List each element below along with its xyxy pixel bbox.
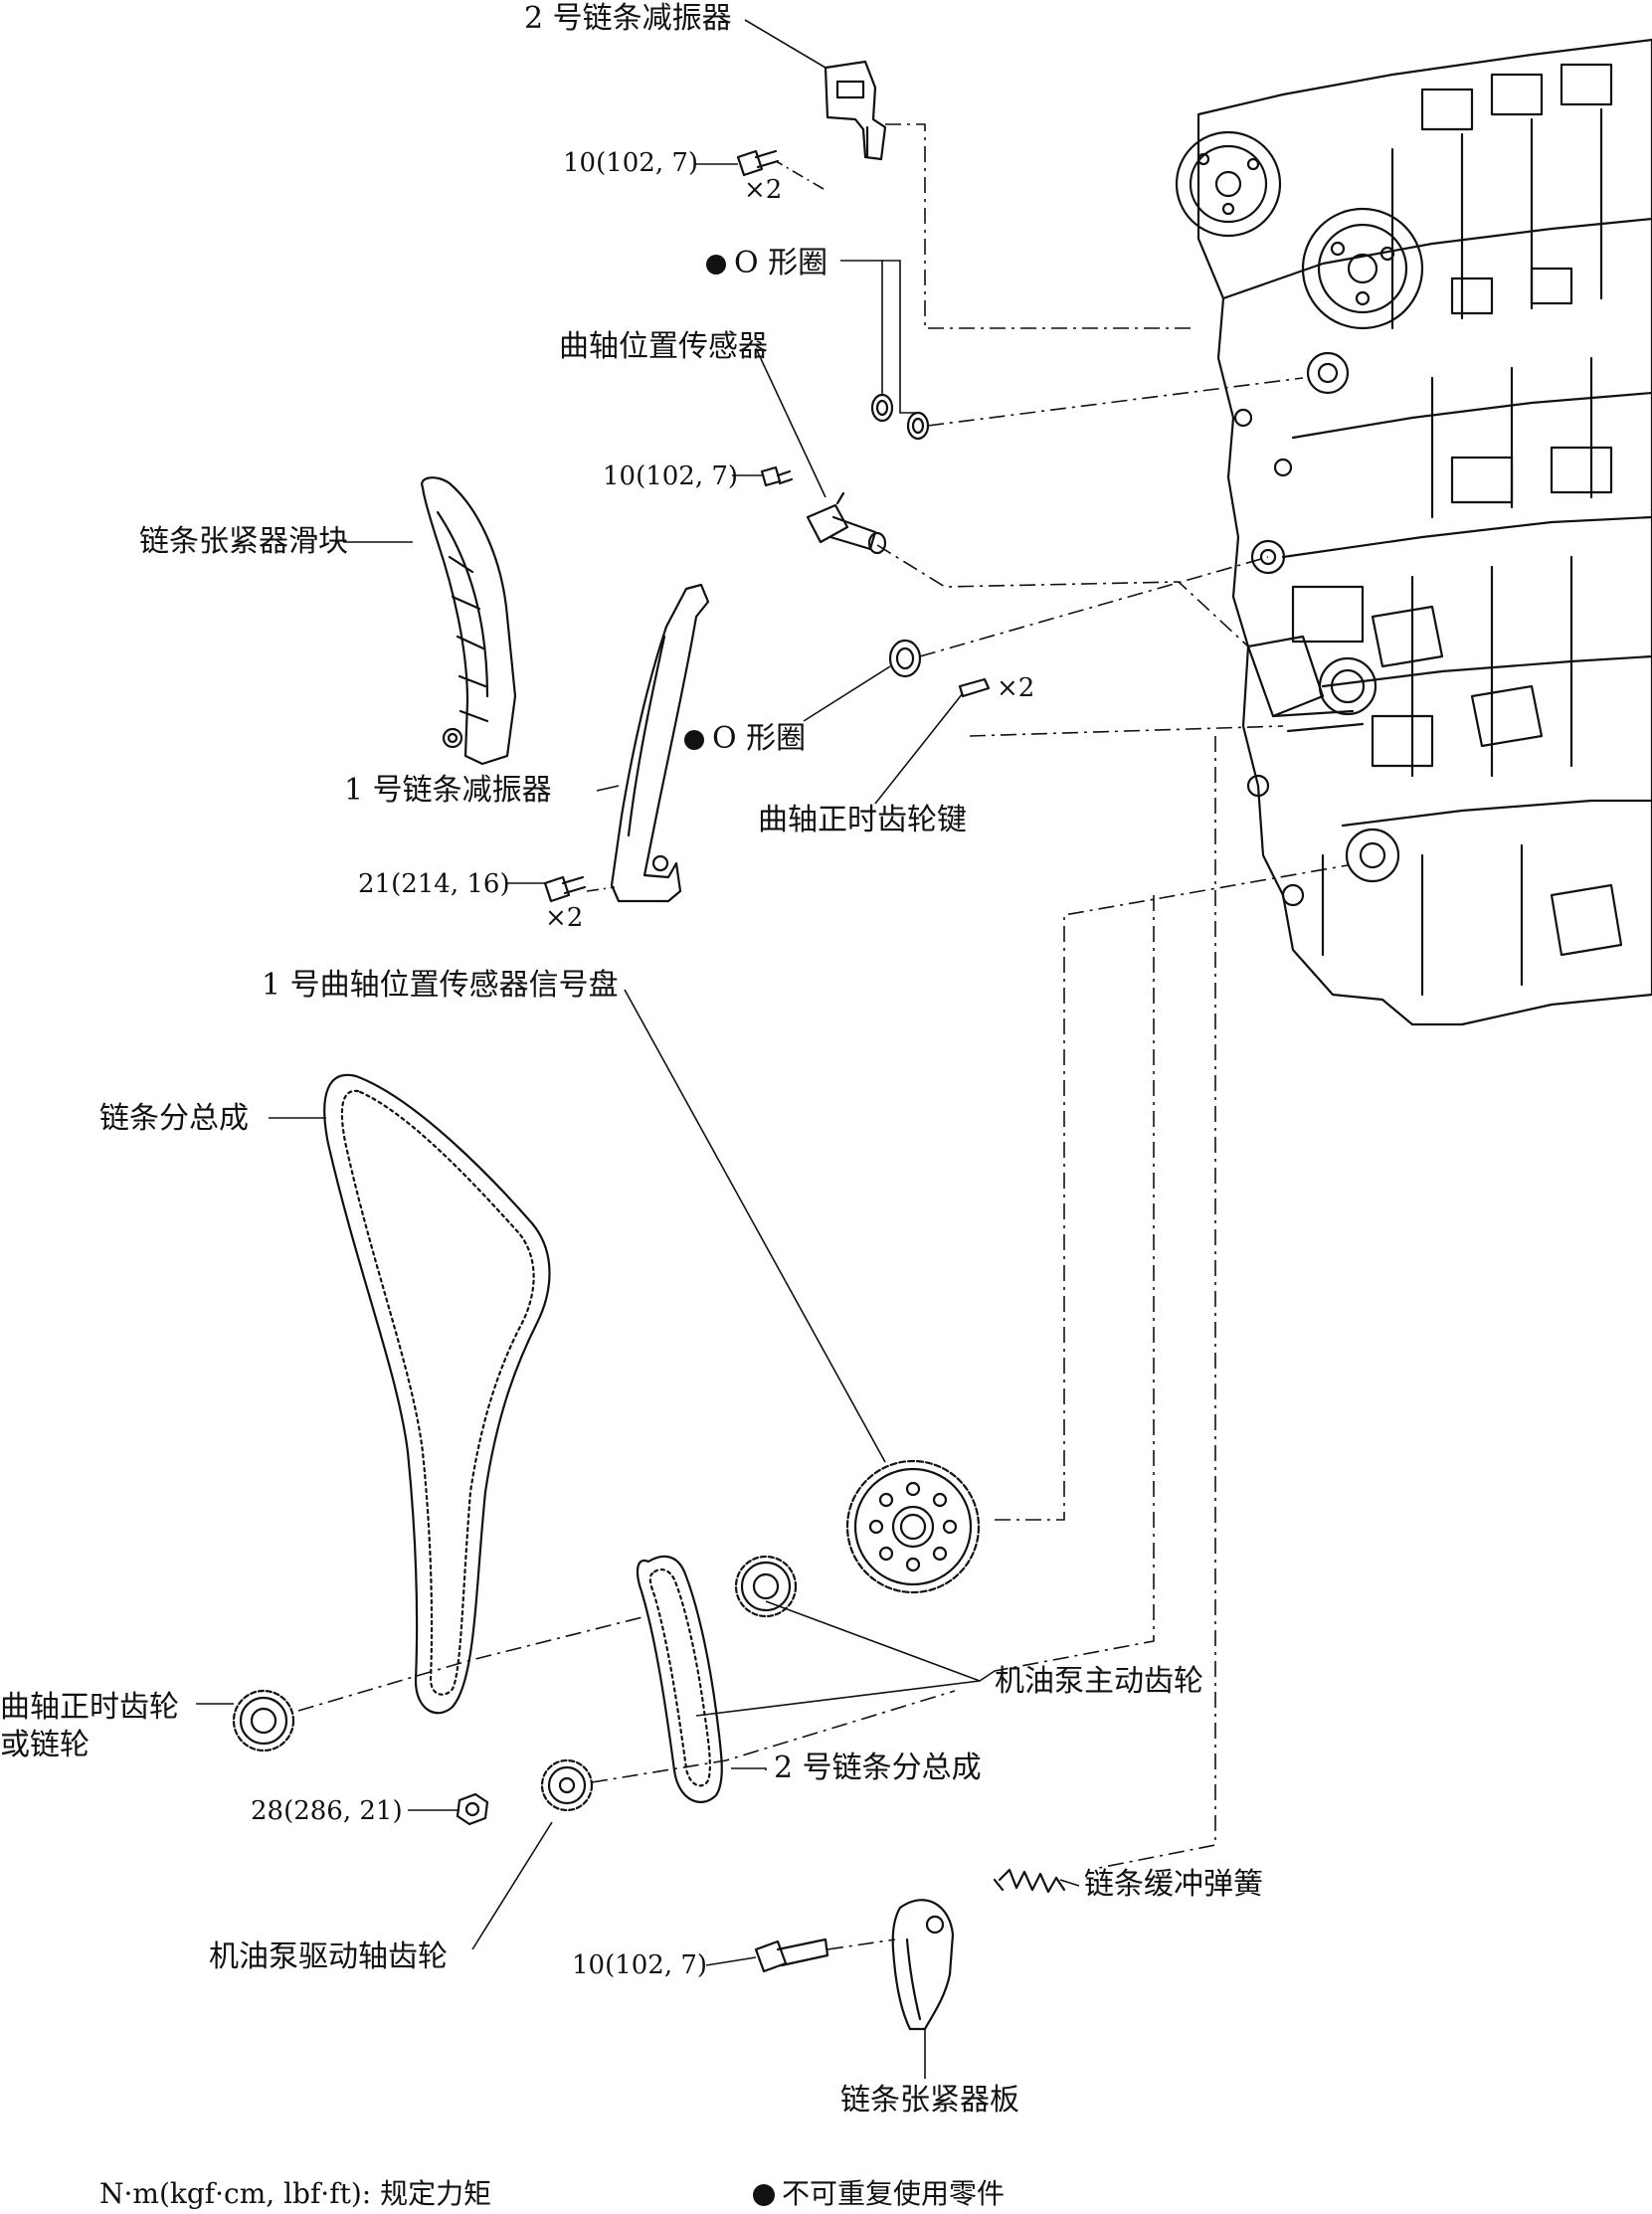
- crank-pos-sensor-label: 曲轴位置传感器: [559, 329, 768, 364]
- damper2-bolt-torque: 10(102, 7): [563, 148, 699, 178]
- crank-gear-key-label: 曲轴正时齿轮键: [758, 803, 967, 837]
- crank-timing-gear-label: 曲轴正时齿轮 或链轮: [0, 1690, 179, 1762]
- non-reusable-marker: [753, 2184, 775, 2206]
- o-ring-top-label: O 形圈: [706, 249, 827, 278]
- o-ring-top-text: O 形圈: [734, 246, 828, 280]
- leader-lines: [196, 19, 1349, 2079]
- plate-bolt-part: [754, 1937, 829, 1973]
- key-count: ×2: [997, 673, 1035, 703]
- o-ring-mid-label: O 形圈: [684, 724, 806, 754]
- damper2-bolt-part: [736, 149, 780, 177]
- chain-spring-part: [993, 1868, 1066, 1894]
- chain-sub-assy-2-label: 2 号链条分总成: [774, 1751, 982, 1785]
- plate-bolt-torque: 10(102, 7): [572, 1950, 708, 1980]
- crank-timing-gear-part: [232, 1689, 295, 1753]
- tensioner-plate-label: 链条张紧器板: [840, 2083, 1019, 2118]
- crank-pos-sensor-part: [806, 491, 887, 555]
- timing-chain-part: [323, 1073, 551, 1715]
- key-part: [958, 677, 991, 698]
- chain-spring-label: 链条缓冲弹簧: [1084, 1867, 1263, 1902]
- oil-pump-drive-gear-part: [734, 1555, 798, 1618]
- chain-damper-1-part: [610, 583, 710, 903]
- oil-pump-shaft-gear-part: [540, 1758, 594, 1812]
- non-reusable-icon: [706, 255, 726, 275]
- pump-nut-part: [456, 1792, 489, 1826]
- chain-damper-2-label: 2 号链条减振器: [524, 1, 732, 36]
- o-ring-mid-part: [888, 639, 922, 678]
- tensioner-plate-part: [891, 1899, 955, 2031]
- sensor-bolt-part: [760, 465, 794, 487]
- damper1-bolt-torque: 21(214, 16): [358, 869, 510, 899]
- torque-spec-legend: N·m(kgf·cm, lbf·ft): 规定力矩: [99, 2177, 492, 2210]
- signal-plate-1-label: 1 号曲轴位置传感器信号盘: [262, 968, 619, 1003]
- non-reusable-legend: 不可重复使用零件: [782, 2177, 1006, 2210]
- damper1-bolt-count: ×2: [545, 903, 584, 933]
- chain-damper-1-label: 1 号链条减振器: [344, 773, 552, 808]
- tensioner-slipper-label: 链条张紧器滑块: [139, 524, 348, 559]
- signal-plate-part: [845, 1459, 981, 1594]
- chain-sub-assy-label: 链条分总成: [99, 1101, 249, 1136]
- engine-block: [1175, 38, 1652, 1026]
- o-ring-mid-text: O 形圈: [712, 721, 807, 756]
- oil-pump-shaft-gear-label: 机油泵驱动轴齿轮: [209, 1939, 448, 1974]
- chain-2-part: [636, 1555, 723, 1803]
- tensioner-slipper-part: [421, 476, 517, 766]
- sensor-bolt-torque: 10(102, 7): [603, 461, 739, 491]
- damper2-bolt-count: ×2: [744, 175, 783, 205]
- damper1-bolt-part: [543, 875, 587, 903]
- pump-nut-torque: 28(286, 21): [251, 1796, 403, 1826]
- chain-damper-2-part: [824, 60, 887, 161]
- non-reusable-icon: [684, 730, 704, 750]
- oil-pump-drive-gear-label: 机油泵主动齿轮: [995, 1664, 1203, 1699]
